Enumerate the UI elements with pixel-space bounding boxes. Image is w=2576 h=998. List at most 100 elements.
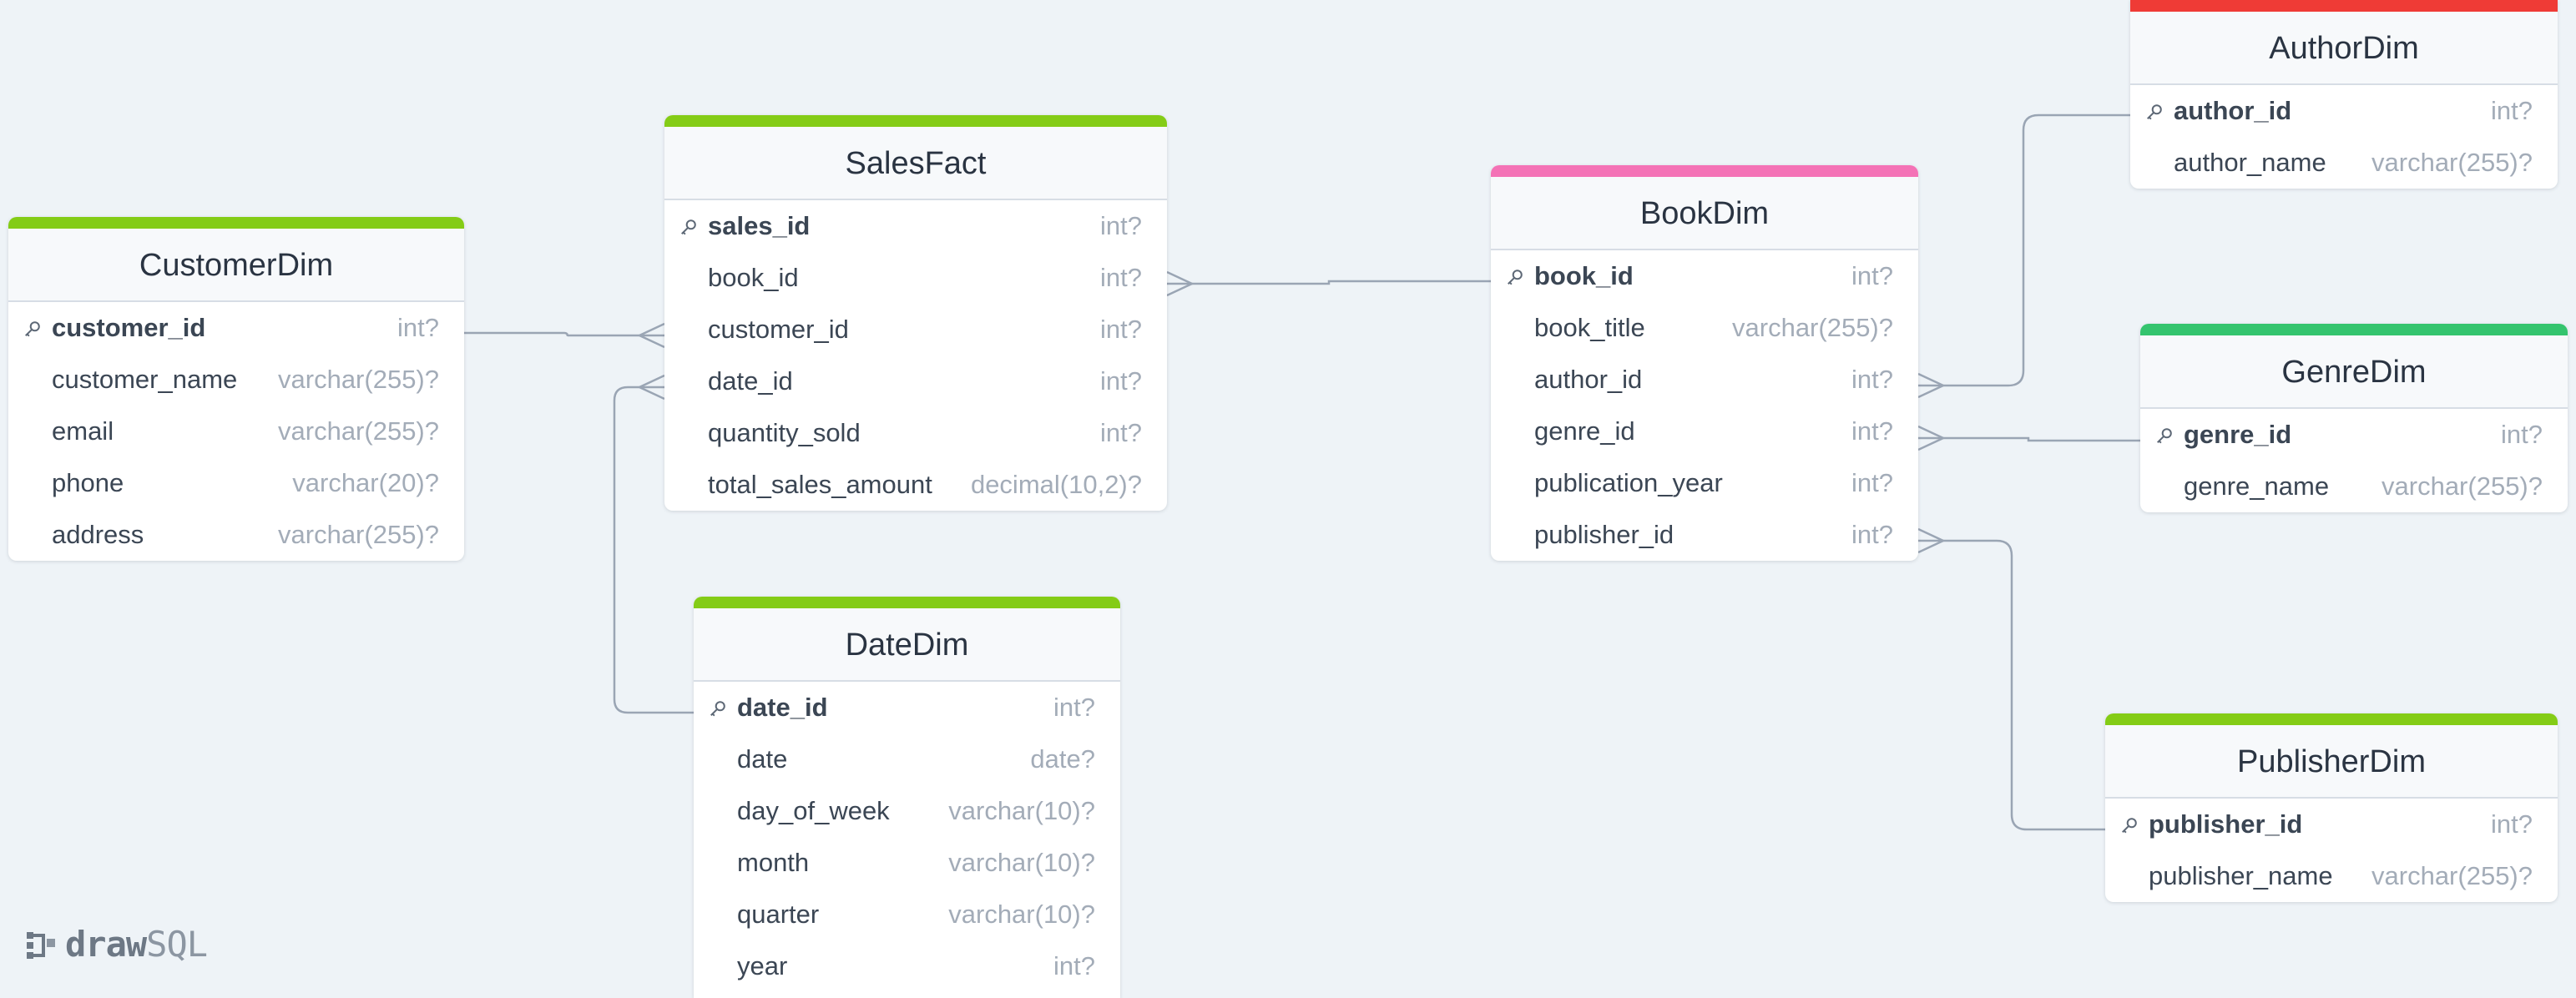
column-type: int? — [2491, 96, 2533, 125]
table-color-bar — [1491, 165, 1918, 177]
table-title[interactable]: SalesFact — [664, 127, 1167, 200]
column-name: book_id — [708, 263, 799, 292]
column-row[interactable]: year int? — [694, 940, 1120, 992]
column-name: publication_year — [1534, 468, 1723, 497]
column-type: int? — [1053, 951, 1095, 980]
column-type: varchar(255)? — [278, 520, 439, 549]
key-icon — [25, 321, 40, 337]
column-name: customer_id — [708, 315, 849, 344]
table-color-bar — [694, 597, 1120, 608]
column-row[interactable]: author_id int? — [1491, 354, 1918, 406]
column-name: year — [737, 951, 788, 980]
column-name: customer_id — [52, 313, 206, 342]
table-title[interactable]: DateDim — [694, 608, 1120, 682]
column-name: sales_id — [708, 211, 811, 240]
link-genre-book[interactable] — [1918, 436, 2140, 442]
column-row[interactable]: publisher_id int? — [1491, 509, 1918, 561]
column-type: varchar(10)? — [948, 796, 1095, 825]
key-icon — [681, 219, 696, 235]
column-row[interactable]: date_id int? — [664, 355, 1167, 407]
table-title[interactable]: BookDim — [1491, 177, 1918, 250]
key-icon — [2157, 428, 2172, 444]
column-type: varchar(255)? — [1732, 313, 1893, 342]
column-type: varchar(255)? — [2371, 861, 2533, 890]
crowfoot-book-genre — [1917, 425, 1944, 451]
link-customer-sales[interactable] — [464, 331, 664, 337]
column-type: int? — [1100, 211, 1142, 240]
table-color-bar — [2130, 0, 2558, 12]
link-author-book[interactable] — [1918, 113, 2130, 387]
column-type: int? — [2491, 809, 2533, 839]
column-type: varchar(20)? — [292, 468, 439, 497]
link-publisher-book[interactable] — [1918, 539, 2105, 831]
column-name: book_id — [1534, 261, 1634, 290]
column-name: email — [52, 416, 114, 446]
column-type: int? — [1851, 416, 1893, 446]
column-type: varchar(255)? — [278, 416, 439, 446]
column-name: quantity_sold — [708, 418, 861, 447]
column-type: int? — [2501, 420, 2543, 449]
table-publisherdim[interactable]: PublisherDim publisher_id int? publisher_… — [2105, 713, 2558, 902]
column-name: date_id — [708, 366, 793, 396]
key-icon — [2147, 104, 2162, 120]
column-name: publisher_name — [2149, 861, 2333, 890]
column-type: varchar(255)? — [2371, 148, 2533, 177]
column-type: int? — [1851, 520, 1893, 549]
link-date-sales[interactable] — [613, 386, 694, 714]
table-title[interactable]: GenreDim — [2140, 335, 2568, 409]
crowfoot-book-publisher — [1917, 527, 1944, 554]
table-title[interactable]: AuthorDim — [2130, 12, 2558, 85]
column-row[interactable]: genre_id int? — [2140, 409, 2568, 461]
column-name: publisher_id — [2149, 809, 2303, 839]
table-salesfact[interactable]: SalesFact sales_id int? book_id int? custo… — [664, 115, 1167, 511]
column-type: int? — [1100, 263, 1142, 292]
column-name: author_id — [1534, 365, 1643, 394]
table-title[interactable]: CustomerDim — [8, 229, 464, 302]
column-name: day_of_week — [737, 796, 890, 825]
crowfoot-sales-customer — [639, 322, 665, 349]
key-icon — [710, 701, 725, 717]
column-row[interactable]: publisher_id int? — [2105, 799, 2558, 850]
column-name: publisher_id — [1534, 520, 1674, 549]
column-type: int? — [1100, 366, 1142, 396]
column-type: varchar(10)? — [948, 848, 1095, 877]
column-row[interactable]: book_id int? — [664, 252, 1167, 304]
table-color-bar — [664, 115, 1167, 127]
table-color-bar — [8, 217, 464, 229]
column-name: genre_id — [2184, 420, 2292, 449]
link-book-sales[interactable] — [1167, 280, 1491, 285]
column-row[interactable]: email varchar(255)? — [8, 406, 464, 457]
drawsql-logo-text-bold: draw — [65, 923, 147, 965]
column-row[interactable]: day_of_week varchar(10)? — [694, 785, 1120, 837]
column-type: int? — [1053, 693, 1095, 722]
column-name: quarter — [737, 900, 820, 929]
column-type: int? — [1851, 365, 1893, 394]
column-row[interactable]: sales_id int? — [664, 200, 1167, 252]
column-row[interactable]: publisher_name varchar(255)? — [2105, 850, 2558, 902]
table-title[interactable]: PublisherDim — [2105, 725, 2558, 799]
